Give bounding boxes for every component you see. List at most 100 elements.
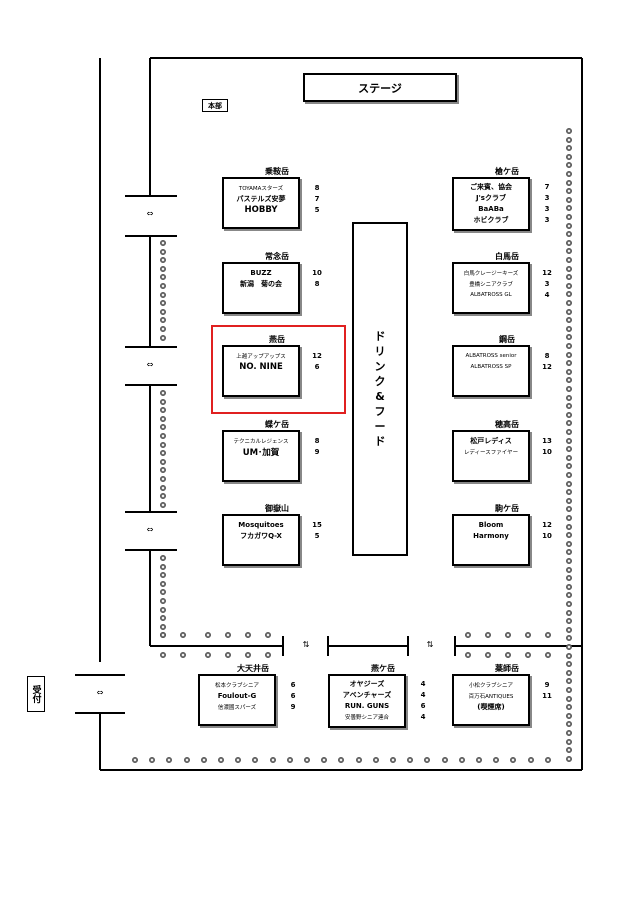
team-name: 松本クラブシニア xyxy=(214,682,259,689)
seat-marker xyxy=(160,623,166,630)
seat-marker xyxy=(476,757,482,763)
block-name: 御嶽山 xyxy=(265,504,289,513)
team-name: Bloom xyxy=(478,520,504,529)
seat-marker xyxy=(321,757,328,763)
seat-marker xyxy=(566,274,572,281)
seat-marker xyxy=(160,300,166,307)
team-name: アベンチャーズ xyxy=(342,690,392,699)
seat-marker xyxy=(566,394,572,401)
seat-marker xyxy=(205,652,211,658)
block-name: 常念岳 xyxy=(265,252,289,261)
seat-marker xyxy=(566,188,572,195)
team-name: HOBBY xyxy=(244,204,278,215)
seat-marker xyxy=(525,632,531,638)
seat-marker xyxy=(160,652,166,658)
team-count: 5 xyxy=(314,531,320,540)
seat-marker xyxy=(160,317,166,324)
team-name: (喫煙席) xyxy=(477,702,505,711)
seat-marker xyxy=(566,403,572,410)
seat-marker xyxy=(566,695,572,702)
seat-marker xyxy=(566,566,572,573)
team-name: 松戸レディス xyxy=(470,436,512,445)
team-name: 小松クラブシニア xyxy=(468,682,513,689)
seat-marker xyxy=(566,747,572,754)
seat-marker xyxy=(566,540,572,547)
seat-marker xyxy=(245,652,251,658)
seat-marker xyxy=(566,317,572,324)
team-name: ALBATROSS SP xyxy=(470,363,512,370)
seat-marker xyxy=(566,386,572,392)
seat-marker xyxy=(160,274,166,281)
block-name: 鋼岳 xyxy=(499,335,515,344)
door-arrow-3: ⇔ xyxy=(146,525,154,534)
team-count: 6 xyxy=(290,691,296,700)
team-name: 安曇野シニア連合 xyxy=(344,714,389,721)
seat-marker xyxy=(160,632,166,638)
seat-marker xyxy=(566,730,572,736)
block-name: 穂高岳 xyxy=(495,420,519,429)
seat-marker xyxy=(566,506,572,513)
seat-marker xyxy=(566,626,572,633)
seat-marker xyxy=(566,179,572,186)
seat-marker xyxy=(527,757,534,763)
seat-marker xyxy=(566,145,572,152)
block-name: 白馬岳 xyxy=(495,252,519,261)
team-count: 3 xyxy=(544,204,550,213)
team-count: 6 xyxy=(290,680,296,689)
seat-marker xyxy=(566,205,572,212)
team-row: (喫煙席) xyxy=(454,701,558,712)
seat-marker xyxy=(566,549,572,556)
seat-marker xyxy=(160,240,166,246)
team-count: 3 xyxy=(544,279,550,288)
seat-marker xyxy=(286,757,293,763)
seat-marker xyxy=(424,757,431,763)
seat-marker xyxy=(160,407,166,414)
seat-marker xyxy=(160,308,166,315)
seat-marker xyxy=(160,248,166,255)
seat-marker xyxy=(566,282,572,289)
seat-marker xyxy=(566,171,572,177)
seat-marker xyxy=(566,618,572,625)
seat-marker xyxy=(566,583,572,590)
seat-marker xyxy=(218,757,224,763)
hq-label: 本部 xyxy=(208,101,222,110)
seat-marker xyxy=(505,632,511,638)
door-arrow-entrance: ⇔ xyxy=(96,688,104,697)
team-count: 10 xyxy=(542,531,552,540)
seat-marker xyxy=(160,257,166,264)
seat-marker xyxy=(566,351,572,358)
seat-marker xyxy=(566,704,572,711)
seat-marker xyxy=(566,601,572,607)
seat-marker xyxy=(205,632,211,638)
seat-marker xyxy=(180,632,186,638)
seat-marker xyxy=(338,757,345,763)
block-name: 駒ケ岳 xyxy=(495,504,519,513)
seat-marker xyxy=(160,555,166,561)
drink-food-char: ド xyxy=(374,330,386,343)
team-count: 8 xyxy=(314,183,320,192)
team-count: 4 xyxy=(420,712,426,721)
team-count: 11 xyxy=(542,691,552,700)
team-count: 5 xyxy=(314,205,320,214)
team-row: 松本クラブシニア 6 xyxy=(200,679,304,690)
seat-marker xyxy=(566,669,572,676)
team-name: BaABa xyxy=(478,204,504,213)
seat-marker xyxy=(269,757,276,763)
